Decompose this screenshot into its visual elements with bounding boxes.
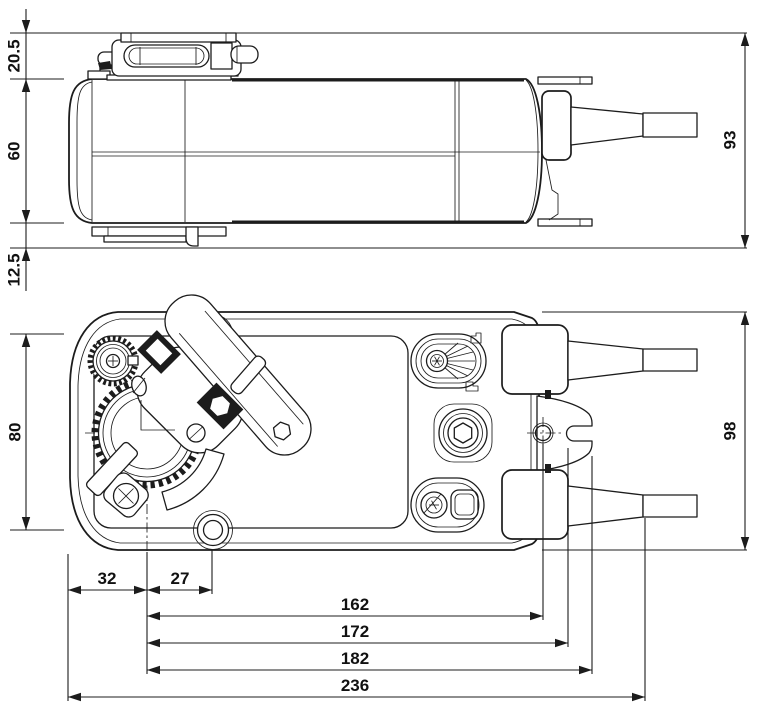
dim-label-shaft-to-hole: 27 [171, 569, 190, 588]
anti-rotation-notch [536, 395, 593, 472]
cable-gland-top [501, 324, 698, 399]
clamp-bolt-cylinder [123, 44, 210, 68]
release-button-recess [410, 477, 485, 533]
plan-bottom-dimensions: 32 27 162 172 182 236 [68, 569, 645, 702]
cable-gland-side [541, 90, 698, 161]
dim-label-hole-pitch: 80 [6, 423, 25, 442]
dim-label-clamp-height: 20.5 [5, 39, 24, 72]
plan-left-dimension: 80 [6, 334, 31, 530]
connection-cable-top [642, 348, 698, 372]
bracket-hook [185, 226, 199, 247]
plan-right-dimension: 98 [721, 312, 750, 550]
rotary-switch-recess [410, 332, 487, 392]
gland-cone [567, 485, 644, 527]
dim-label-total-height: 93 [721, 131, 740, 150]
dim-label-total-width: 98 [721, 422, 740, 441]
actuator-housing-side [68, 76, 593, 227]
connection-cable [642, 112, 698, 138]
dial-tab [127, 355, 139, 366]
mounting-hole-bottom [193, 510, 233, 550]
clamp-bolt-1 [137, 330, 181, 374]
slotted-screw-right [186, 423, 206, 443]
dim-label-shaft-to-end: 182 [341, 649, 369, 668]
dim-label-body-height: 60 [5, 142, 24, 161]
drive-shaft-boss [433, 403, 493, 463]
clamp-pin [230, 45, 259, 64]
dim-label-shaft-to-notch: 172 [341, 622, 369, 641]
dim-label-overall-length: 236 [341, 676, 369, 695]
plan-bottom-extension-lines [67, 444, 646, 701]
clamp-stud [230, 355, 267, 395]
anti-rotation-bracket-side [91, 226, 227, 247]
plan-view: 80 98 32 27 162 172 [6, 294, 750, 702]
side-left-dimensions: 20.5 60 12.5 [5, 9, 31, 291]
mounting-flange-tab [537, 218, 593, 227]
position-indicator-dial [87, 335, 139, 387]
clamp-locked-icon [470, 332, 482, 344]
side-view: 20.5 60 12.5 93 [5, 9, 750, 291]
gland-cone [567, 340, 644, 381]
bracket-end-nut [272, 421, 292, 441]
side-right-dimension: 93 [721, 33, 750, 248]
clamp-bracket [137, 294, 312, 456]
dim-label-shaft-to-pin-hole: 162 [341, 595, 369, 614]
shaft-clamp-side [87, 32, 259, 81]
release-button [450, 489, 479, 520]
clamp-bolt-2 [196, 382, 244, 430]
mounting-flange-tab [537, 76, 593, 85]
connection-cable-bottom [642, 494, 698, 518]
hex-socket [453, 422, 473, 444]
dim-label-base-offset: 12.5 [5, 253, 24, 286]
slotted-screw-left [131, 375, 147, 397]
screw-plate [103, 472, 149, 518]
dim-label-edge-to-shaft: 32 [98, 569, 117, 588]
clamp-unlocked-icon [465, 381, 479, 392]
gland-cone [570, 106, 644, 146]
sector-plate [161, 448, 225, 511]
clamp-top-plate [120, 32, 237, 43]
cable-gland-bottom [501, 464, 698, 540]
